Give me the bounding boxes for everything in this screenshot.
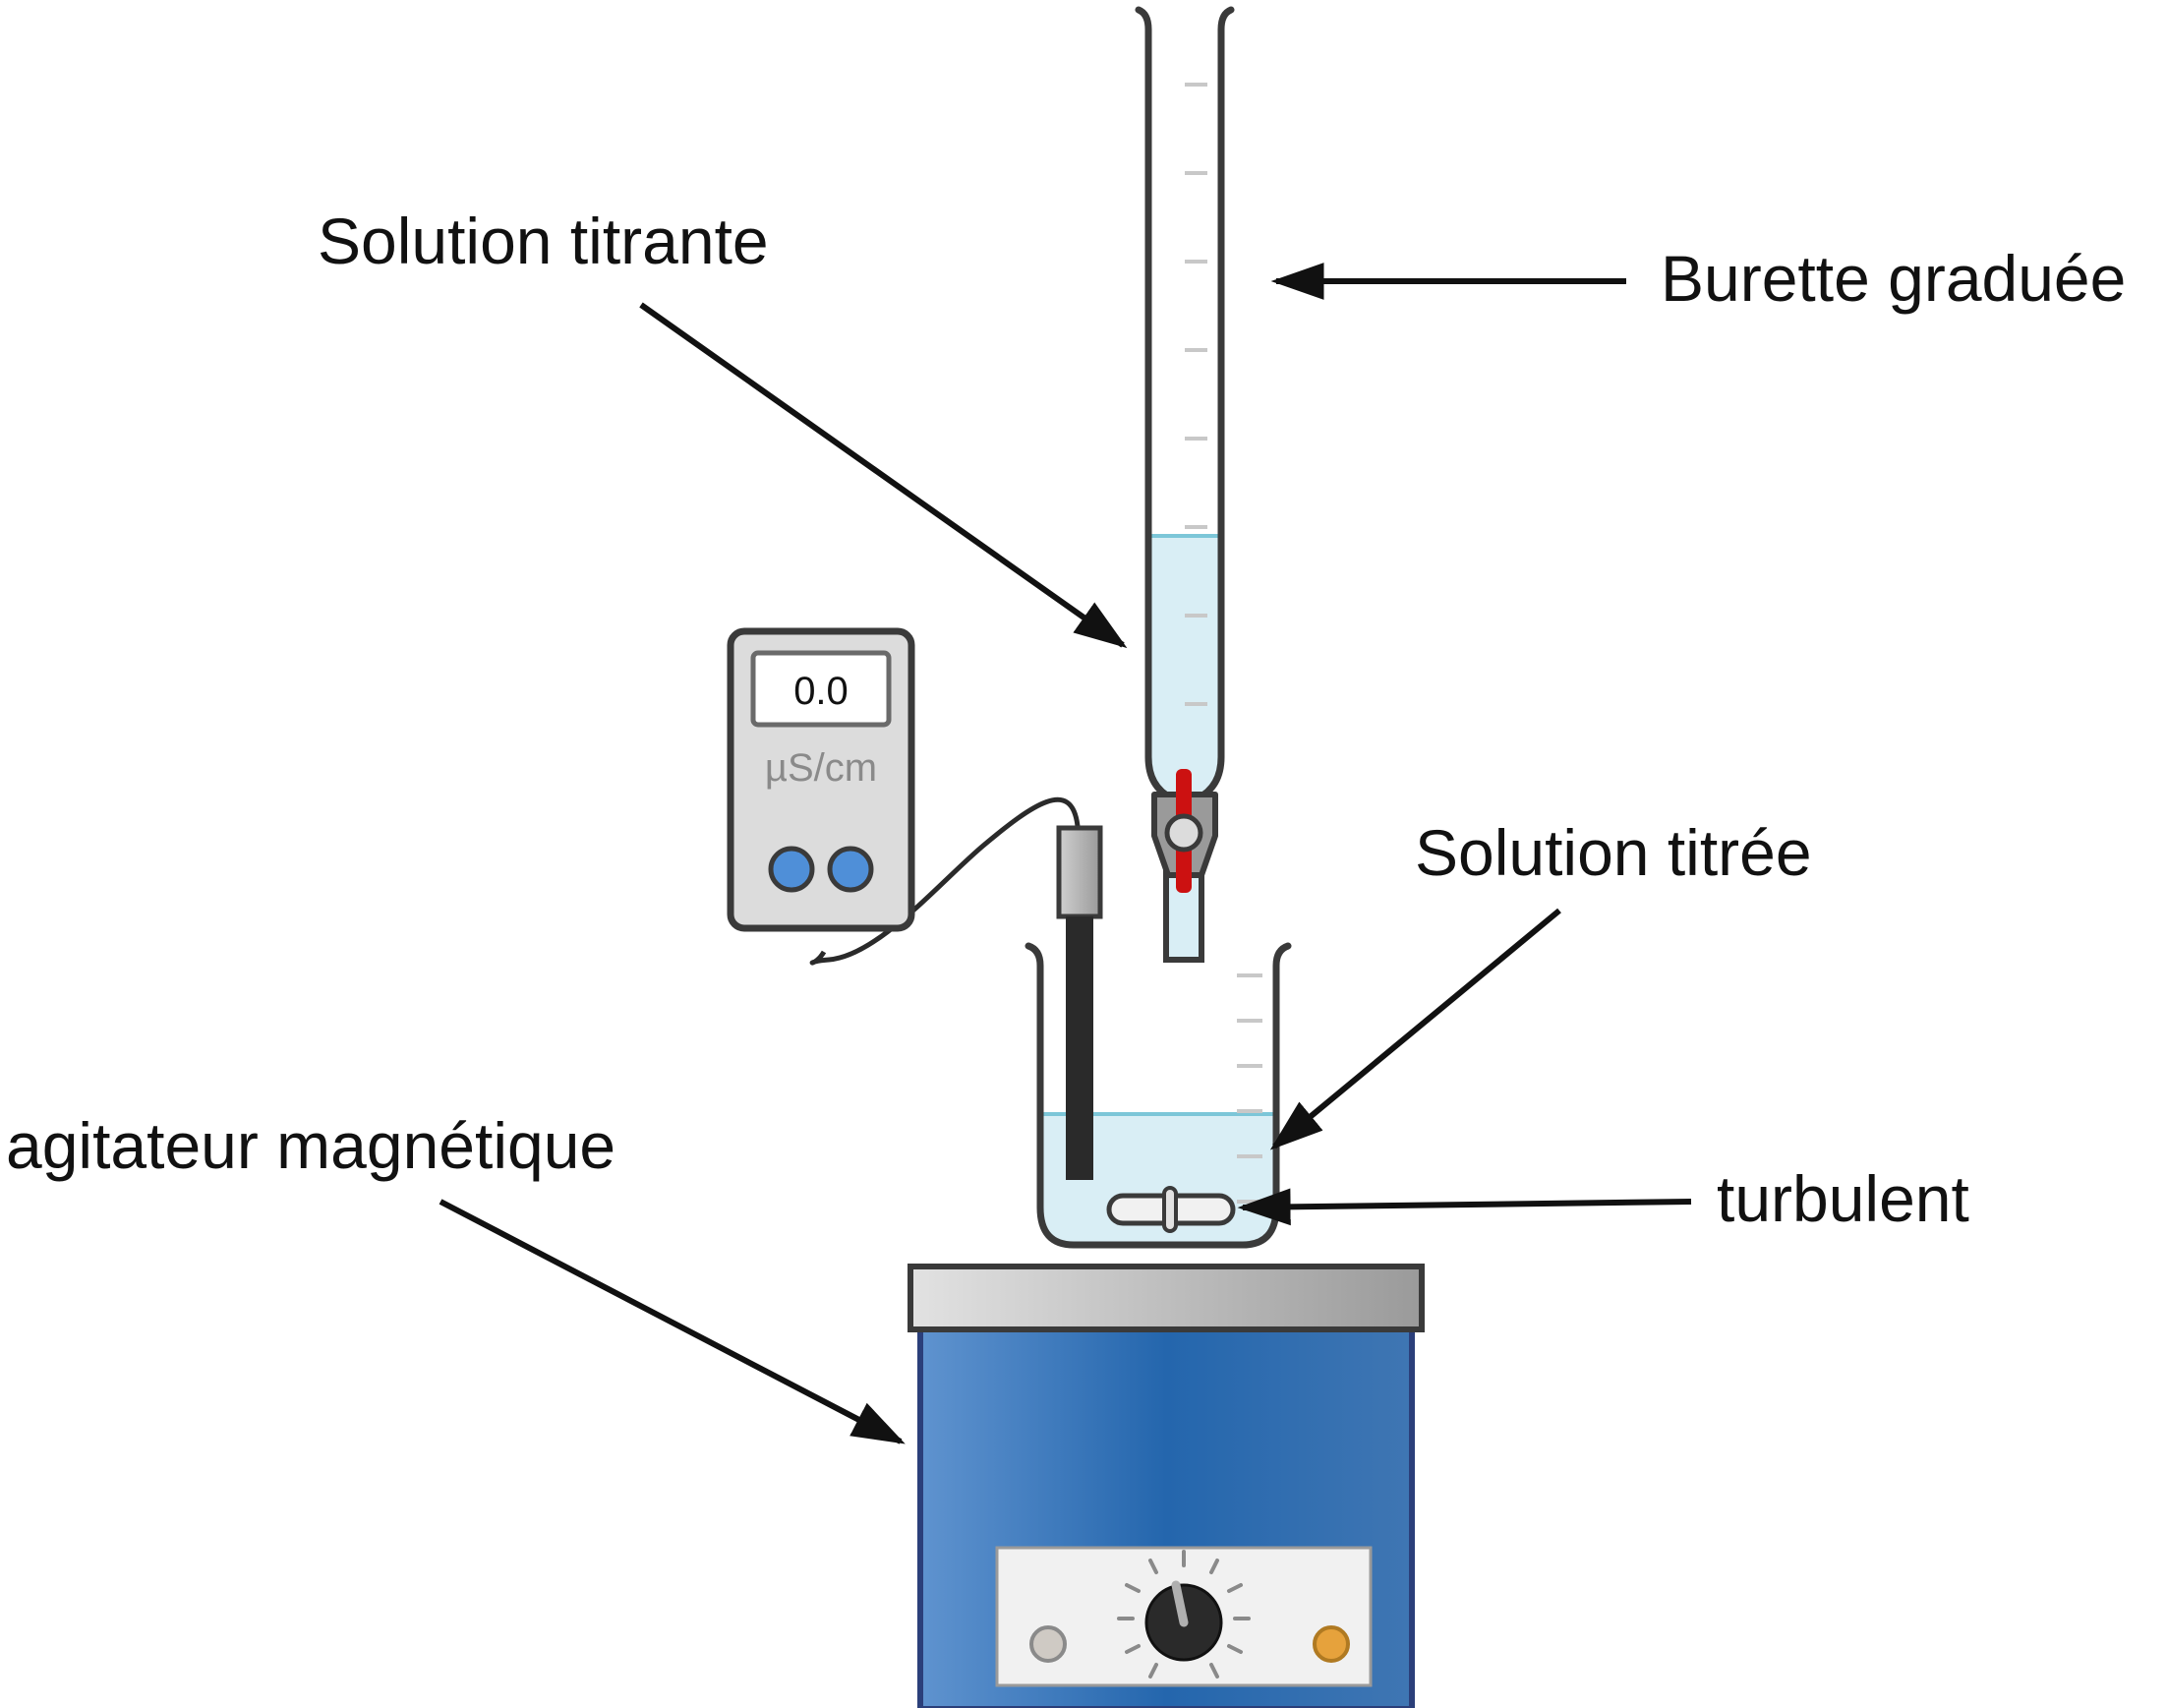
meter-button-left — [768, 846, 815, 893]
stopcock-knob — [1164, 813, 1203, 853]
probe-stem — [1066, 916, 1093, 1180]
arrow-agitateur-magnetique — [439, 1199, 906, 1444]
meter-reading: 0.0 — [793, 670, 849, 713]
beaker-glass — [1025, 942, 1292, 1249]
beaker-graduations — [1237, 973, 1262, 1204]
burette-graduations — [1185, 83, 1207, 706]
arrow-solution-titrante — [639, 302, 1128, 649]
burette-liquid — [1150, 536, 1219, 795]
stirrer-indicator-left — [1029, 1625, 1067, 1663]
stir-bar-icon — [1106, 1186, 1236, 1233]
conductimeter-icon: 0.0 µS/cm — [727, 627, 1103, 1180]
annotation-arrows — [439, 263, 1692, 1444]
arrow-turbulent — [1237, 1188, 1692, 1226]
label-solution-titree: Solution titrée — [1415, 816, 1812, 889]
label-burette-graduee: Burette graduée — [1661, 242, 2127, 315]
meter-button-right — [827, 846, 874, 893]
stirrer-plate — [908, 1264, 1425, 1332]
speed-dial-pointer — [1171, 1580, 1189, 1627]
label-solution-titrante: Solution titrante — [318, 205, 769, 277]
beaker-icon — [1025, 942, 1292, 1249]
stirrer-indicator-right — [1313, 1625, 1350, 1663]
speed-dial-ticks — [1117, 1550, 1251, 1679]
label-turbulent: turbulent — [1717, 1162, 1969, 1235]
meter-display — [750, 650, 892, 728]
label-agitateur-magnetique: agitateur magnétique — [6, 1109, 616, 1182]
probe-head — [1056, 825, 1103, 919]
burette-icon — [1135, 6, 1235, 963]
arrow-solution-titree — [1269, 908, 1561, 1150]
magnetic-stirrer-icon — [908, 1264, 1425, 1708]
meter-unit: µS/cm — [765, 746, 877, 790]
